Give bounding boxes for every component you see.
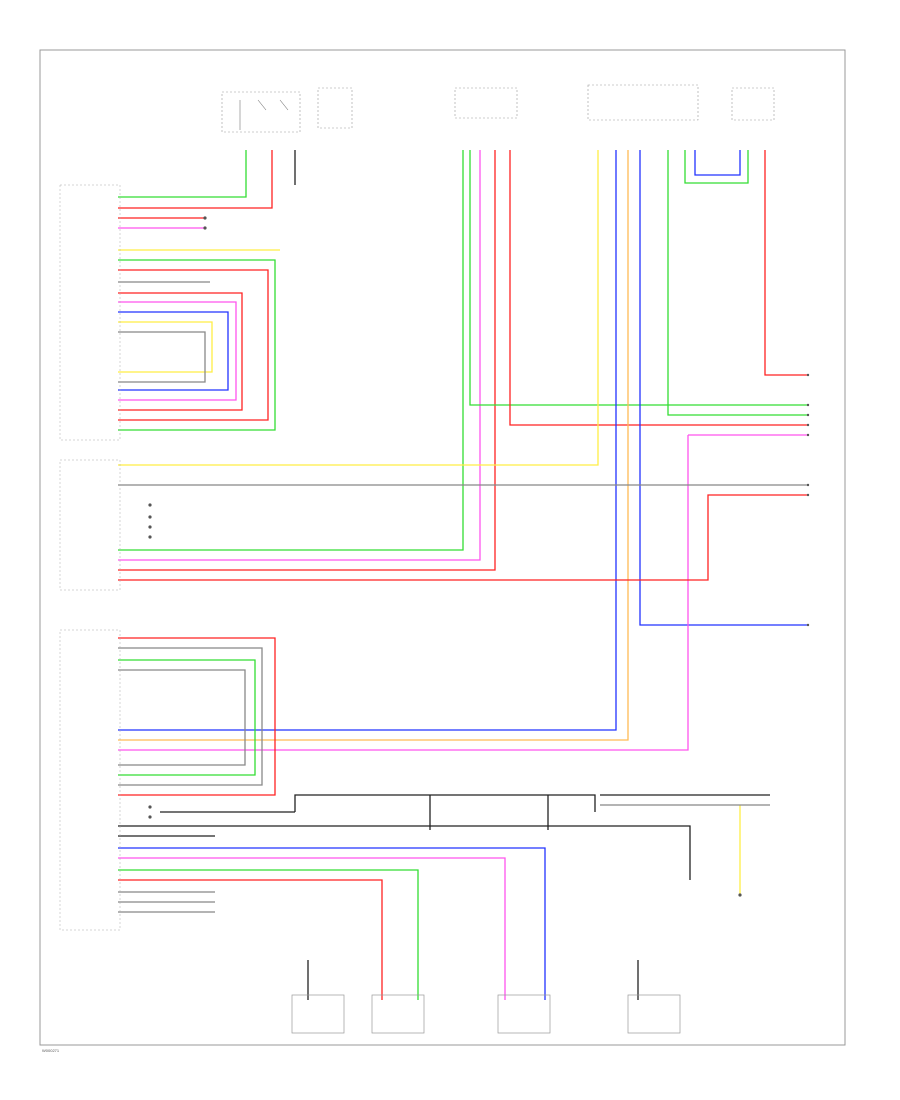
wire-orange-1 <box>118 150 629 741</box>
wire-pink-3 <box>118 150 481 561</box>
top-connector-group <box>221 84 775 133</box>
wire-gray-2 <box>639 150 808 626</box>
wire-red-9 <box>118 637 276 796</box>
wire-red-7 <box>764 150 808 376</box>
sensor-2 <box>371 994 425 1034</box>
wire-red-5 <box>118 150 496 571</box>
wire-yellow-2 <box>118 321 213 373</box>
wire-red-3 <box>118 269 269 421</box>
wire-blue-1 <box>118 311 229 391</box>
wire-green-6 <box>684 150 749 184</box>
wire-gray-6 <box>118 825 691 880</box>
bottom-sensors <box>291 994 681 1034</box>
wire-red-10 <box>118 879 383 1000</box>
wire-red-4 <box>118 292 243 411</box>
sensor-4 <box>627 994 681 1034</box>
wire-green-1 <box>118 150 247 198</box>
wire-green-2 <box>118 259 276 431</box>
wire-gray-4 <box>118 647 263 786</box>
wire-black-2 <box>118 331 206 383</box>
sensor-3 <box>497 994 551 1034</box>
wire-pink-2 <box>118 301 237 401</box>
wire-red-6 <box>509 150 808 426</box>
footer-code: W000271 <box>42 1048 60 1053</box>
wire-green-8 <box>118 869 419 1000</box>
wire-pink-5 <box>118 435 689 751</box>
wire-black-bus <box>294 794 596 812</box>
diagram-border <box>39 49 846 1046</box>
wire-red-1 <box>118 150 273 209</box>
wire-yellow-3 <box>118 150 599 466</box>
wire-green-4 <box>469 150 808 406</box>
wires <box>118 150 808 1000</box>
wire-blue-2 <box>118 150 617 731</box>
sensor-1 <box>291 994 345 1034</box>
wire-gray-5 <box>118 669 246 766</box>
wire-pink-6 <box>118 857 506 1000</box>
wire-blue-3 <box>694 150 741 176</box>
wire-green-3 <box>118 150 464 551</box>
connector-pins <box>148 216 810 897</box>
ecu-blocks <box>59 184 121 931</box>
wire-green-7 <box>118 659 256 776</box>
wire-green-5 <box>667 150 808 416</box>
wire-red-8 <box>118 494 808 581</box>
wire-blue-4 <box>118 847 546 1000</box>
